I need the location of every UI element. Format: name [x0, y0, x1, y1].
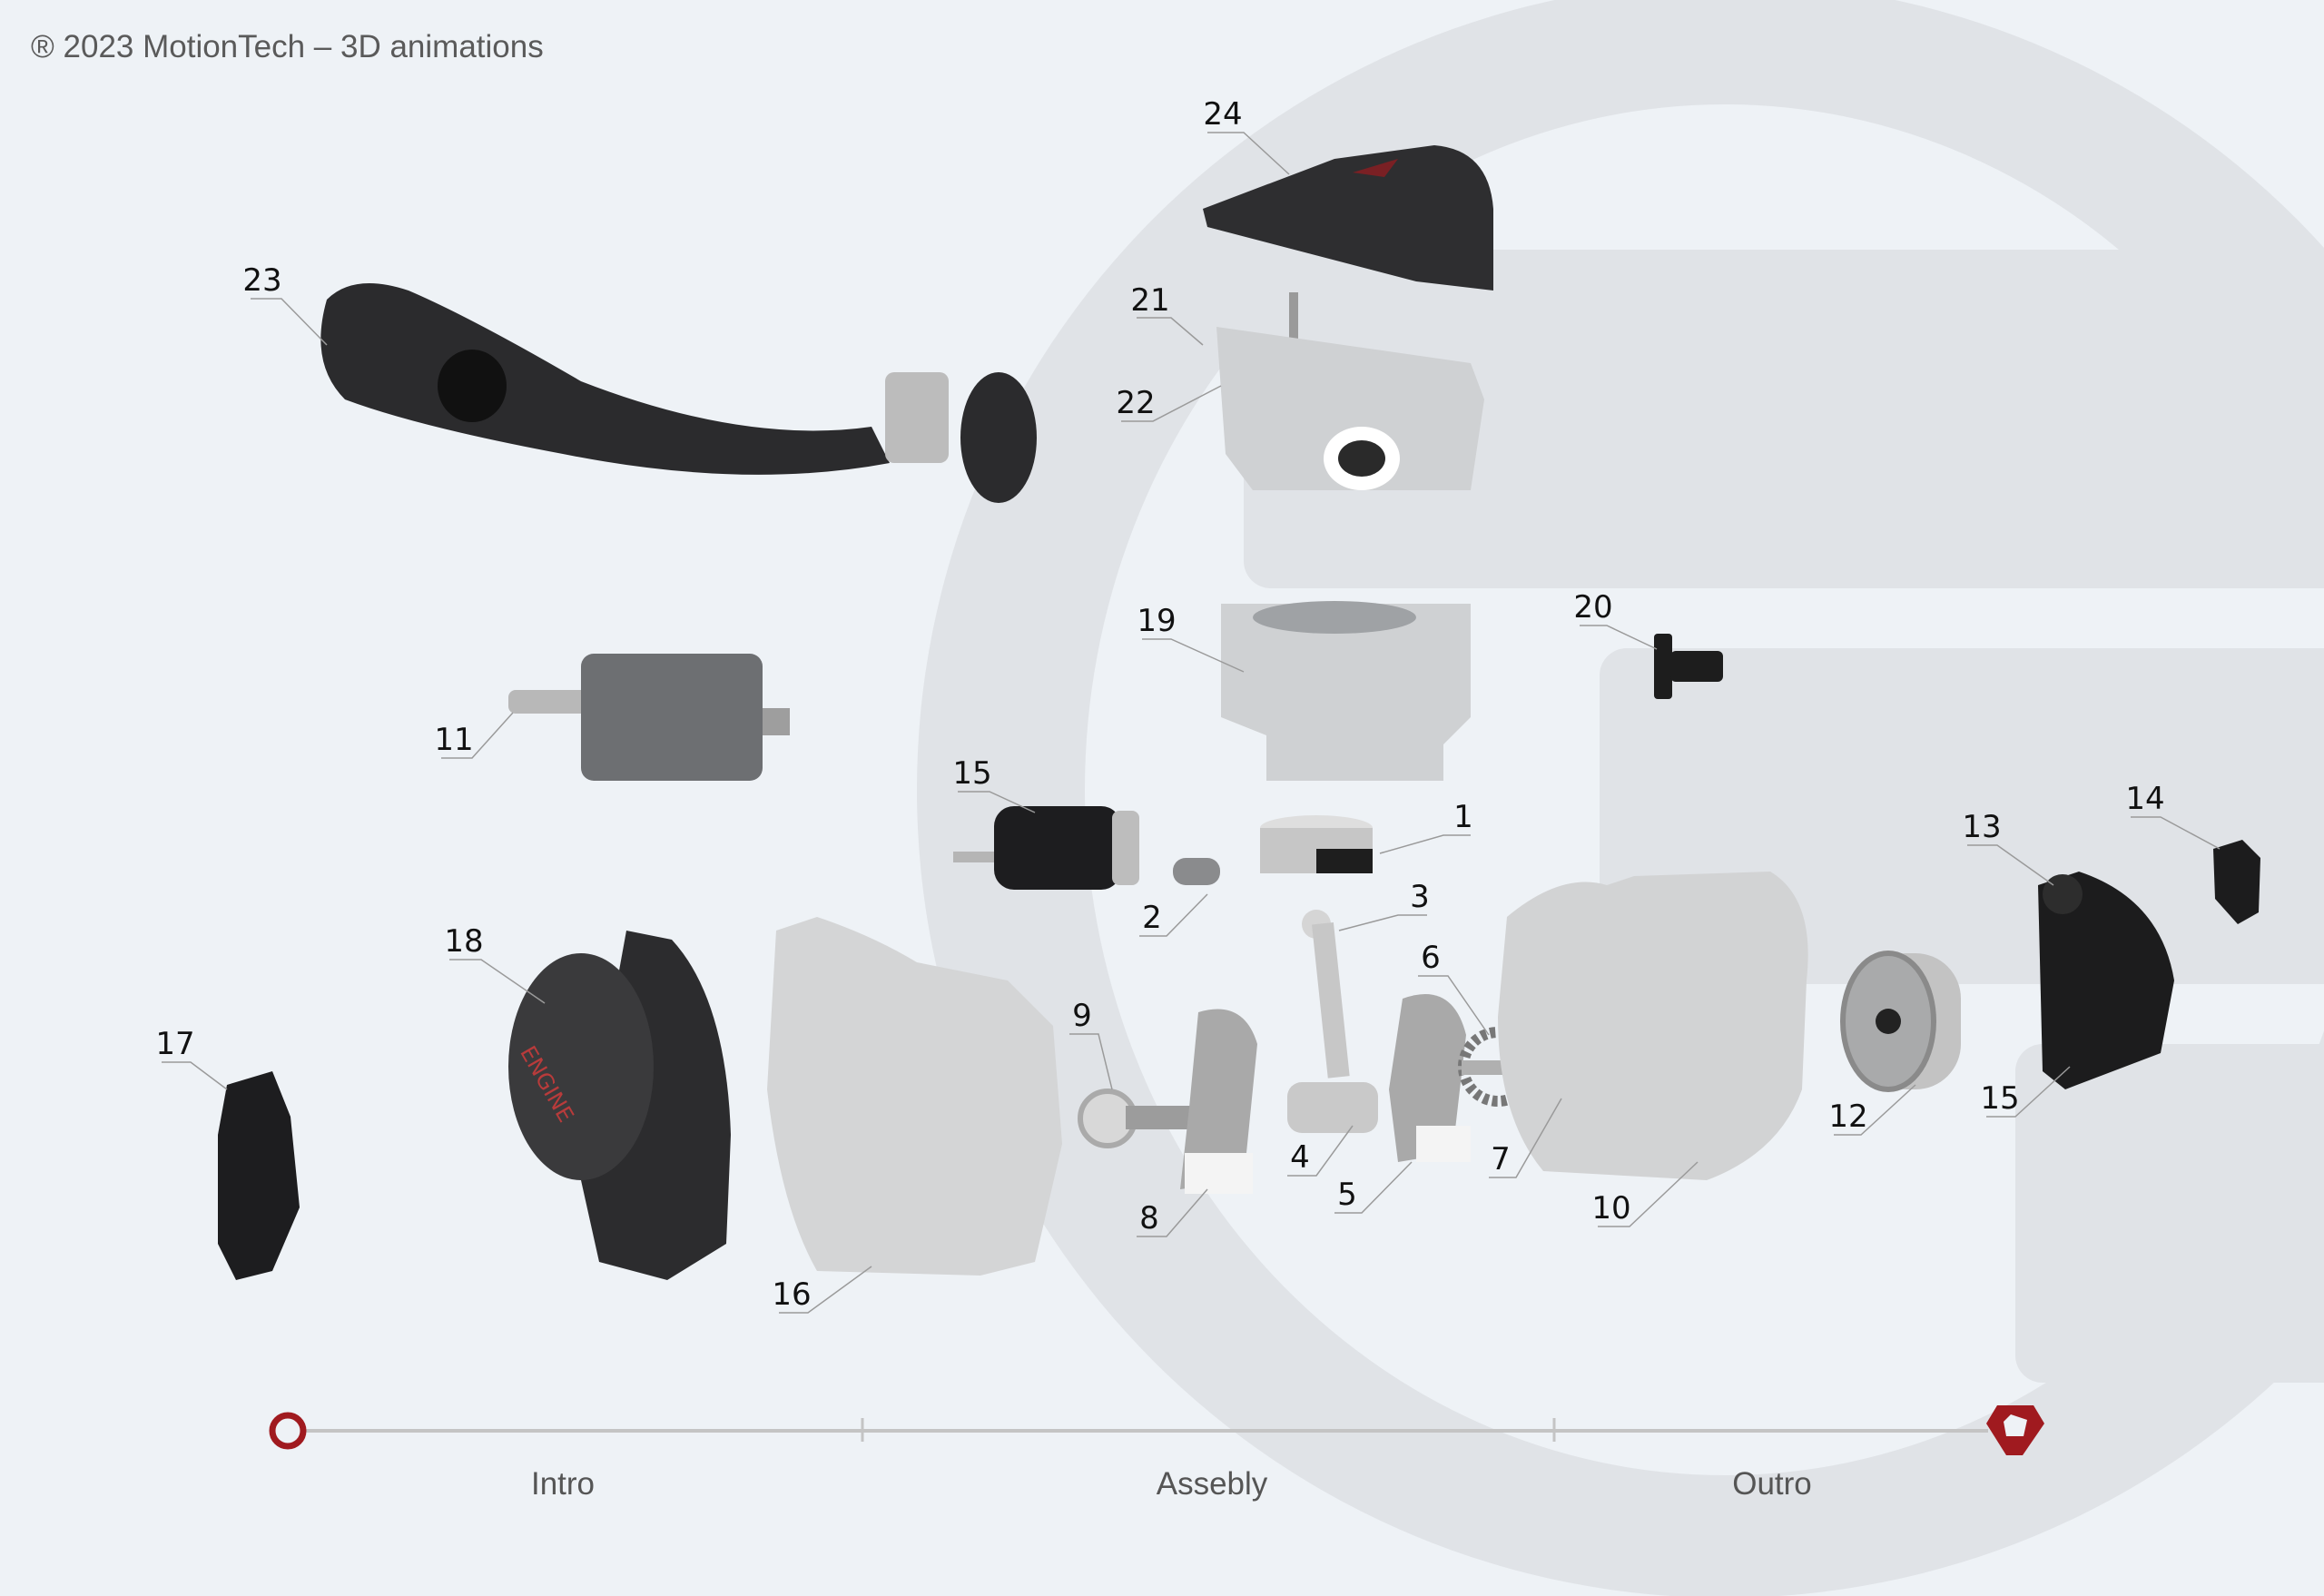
callout-11: 11: [434, 722, 474, 758]
timeline-stage-assembly[interactable]: Assebly: [1156, 1466, 1268, 1502]
timeline-stage-outro[interactable]: Outro: [1732, 1466, 1812, 1502]
brand-logo-icon: [1986, 1405, 2044, 1455]
callout-15-starter: 15: [952, 755, 992, 792]
callout-10: 10: [1591, 1190, 1631, 1227]
callout-24: 24: [1203, 96, 1243, 133]
callout-12: 12: [1828, 1098, 1868, 1135]
callout-19: 19: [1137, 603, 1177, 639]
timeline-playhead-icon[interactable]: [269, 1412, 307, 1450]
callout-2: 2: [1142, 900, 1162, 936]
callout-23: 23: [242, 262, 282, 299]
timeline-stage-intro[interactable]: Intro: [530, 1466, 596, 1502]
callout-22: 22: [1116, 385, 1156, 421]
callout-1: 1: [1453, 799, 1473, 835]
callout-21: 21: [1130, 282, 1170, 319]
callout-17: 17: [155, 1026, 195, 1062]
callout-5: 5: [1337, 1177, 1357, 1213]
callout-14: 14: [2125, 781, 2165, 817]
callout-18: 18: [444, 923, 484, 960]
callout-8: 8: [1139, 1200, 1159, 1236]
callout-3: 3: [1410, 879, 1430, 915]
callout-13: 13: [1962, 809, 2002, 845]
callout-4: 4: [1290, 1139, 1310, 1176]
callout-15-cover: 15: [1980, 1080, 2020, 1117]
callout-6: 6: [1421, 940, 1441, 976]
callout-20: 20: [1573, 589, 1613, 626]
callout-9: 9: [1072, 998, 1092, 1034]
callout-7: 7: [1491, 1141, 1511, 1177]
copyright-text: ® 2023 MotionTech – 3D animations: [31, 29, 544, 64]
callout-16: 16: [772, 1276, 812, 1313]
